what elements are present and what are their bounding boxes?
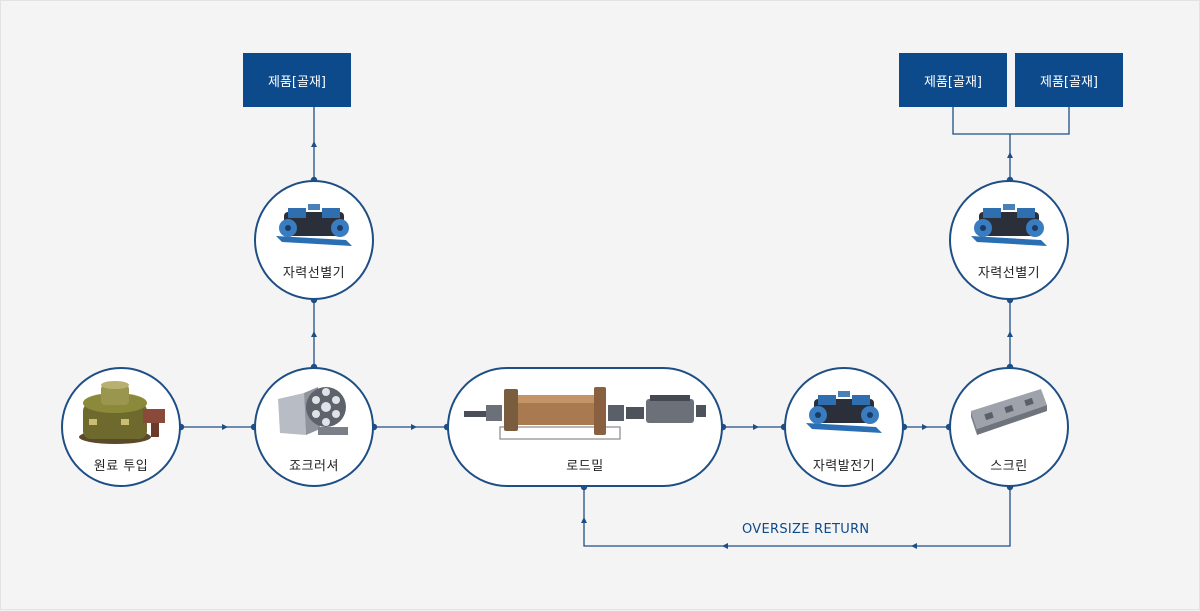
magnetic-generator-node: 자력발전기 bbox=[784, 367, 904, 487]
jaw-crusher-label: 죠크러셔 bbox=[289, 459, 339, 474]
magnetic-separator-icon bbox=[806, 391, 882, 433]
raw-input-label: 원료 투입 bbox=[93, 459, 149, 474]
magnetic-separator-2-label: 자력선별기 bbox=[977, 266, 1041, 281]
magnetic-separator-1-node: 자력선별기 bbox=[254, 180, 374, 300]
raw-input-node: 원료 투입 bbox=[61, 367, 181, 487]
crusher-machine-icon bbox=[79, 381, 165, 444]
product-box-3: 제품[골재] bbox=[1015, 53, 1123, 107]
product-box-2: 제품[골재] bbox=[899, 53, 1007, 107]
jaw-crusher-icon bbox=[278, 387, 348, 435]
screen-label: 스크린 bbox=[990, 459, 1028, 474]
rod-mill-label: 로드밀 bbox=[566, 459, 604, 474]
rod-mill-icon bbox=[464, 387, 706, 440]
magnetic-generator-label: 자력발전기 bbox=[812, 459, 876, 474]
magnetic-separator-1-label: 자력선별기 bbox=[282, 266, 346, 281]
magnetic-separator-icon bbox=[971, 204, 1047, 246]
product-box-1: 제품[골재] bbox=[243, 53, 351, 107]
screen-icon bbox=[971, 389, 1047, 435]
magnetic-separator-icon bbox=[276, 204, 352, 246]
screen-node: 스크린 bbox=[949, 367, 1069, 487]
jaw-crusher-node: 죠크러셔 bbox=[254, 367, 374, 487]
rod-mill-node: 로드밀 bbox=[447, 367, 723, 487]
magnetic-separator-2-node: 자력선별기 bbox=[949, 180, 1069, 300]
oversize-return-label: OVERSIZE RETURN bbox=[742, 522, 870, 537]
